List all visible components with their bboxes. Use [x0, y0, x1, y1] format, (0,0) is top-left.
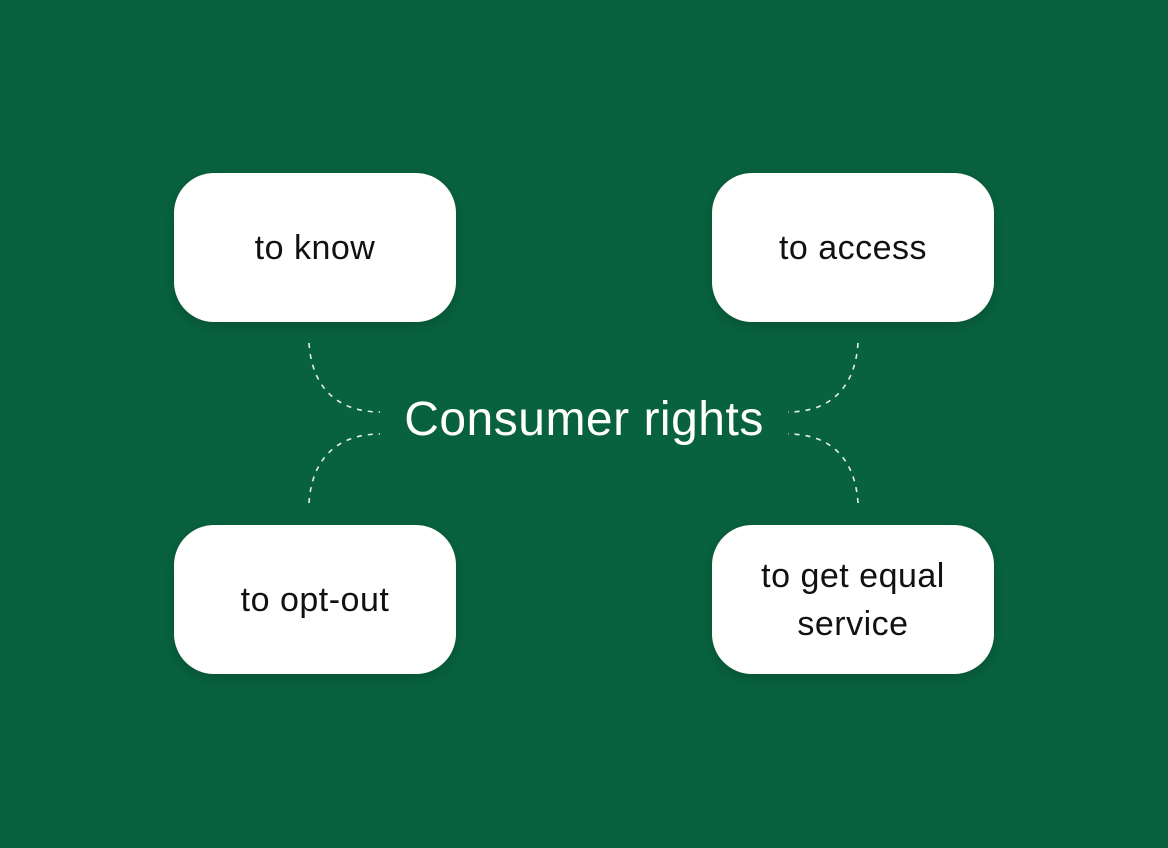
connector-to-equal: [787, 433, 859, 504]
node-label: to get equal service: [761, 556, 945, 643]
node-label: to know: [254, 228, 376, 267]
node-to-access: to access: [712, 173, 994, 322]
diagram-title: Consumer rights: [404, 393, 764, 446]
node-to-opt-out: to opt-out: [174, 525, 456, 674]
connector-to-know: [308, 342, 381, 413]
node-label: to opt-out: [240, 580, 390, 619]
node-to-get-equal-service: to get equal service: [712, 525, 994, 674]
node-to-know: to know: [174, 173, 456, 322]
node-label: to access: [778, 228, 928, 267]
connector-to-access: [787, 342, 859, 413]
connector-to-optout: [308, 433, 381, 504]
